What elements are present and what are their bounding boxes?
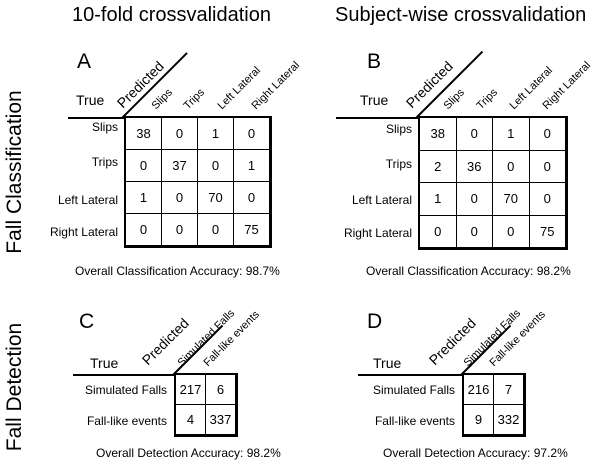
matrix-cell: 4 bbox=[176, 405, 206, 435]
matrix-cell: 1 bbox=[126, 182, 162, 214]
matrix-cell: 0 bbox=[420, 215, 457, 248]
matrix-cell: 0 bbox=[126, 214, 162, 246]
accuracy-text: Overall Detection Accuracy: 98.2% bbox=[96, 446, 281, 460]
header-underline bbox=[358, 374, 463, 376]
column-title-left: 10-fold crossvalidation bbox=[72, 4, 271, 26]
panel-letter: D bbox=[367, 310, 383, 333]
panel-letter: B bbox=[367, 50, 382, 73]
confusion-matrix: 38 0 1 0 2 36 0 0 1 0 70 0 0 0 0 75 bbox=[418, 116, 568, 250]
true-label: True bbox=[90, 355, 119, 371]
matrix-cell: 0 bbox=[162, 118, 198, 150]
matrix-cell: 0 bbox=[456, 118, 493, 151]
matrix-cell: 70 bbox=[198, 182, 234, 214]
matrix-cell: 0 bbox=[529, 150, 566, 183]
matrix-cell: 75 bbox=[529, 215, 566, 248]
matrix-cell: 0 bbox=[198, 214, 234, 246]
matrix-cell: 75 bbox=[234, 214, 270, 246]
confusion-matrix: 216 7 9 332 bbox=[462, 373, 526, 437]
matrix-cell: 7 bbox=[494, 375, 524, 405]
matrix-cell: 0 bbox=[456, 183, 493, 216]
confusion-matrix: 38 0 1 0 0 37 0 1 1 0 70 0 0 0 0 75 bbox=[124, 116, 272, 248]
matrix-cell: 0 bbox=[456, 215, 493, 248]
matrix-cell: 1 bbox=[420, 183, 457, 216]
confusion-matrix: 217 6 4 337 bbox=[174, 373, 238, 437]
true-label: True bbox=[360, 92, 389, 108]
header-underline bbox=[336, 117, 418, 119]
matrix-cell: 0 bbox=[162, 214, 198, 246]
matrix-cell: 1 bbox=[198, 118, 234, 150]
matrix-cell: 0 bbox=[162, 182, 198, 214]
row-label: Fall-like events bbox=[374, 414, 455, 428]
row-label: Trips bbox=[91, 155, 118, 169]
row-label: Left Lateral bbox=[57, 193, 118, 207]
row-label: Simulated Falls bbox=[84, 383, 167, 397]
matrix-cell: 38 bbox=[420, 118, 457, 151]
column-label: Slips bbox=[441, 86, 467, 112]
matrix-cell: 36 bbox=[456, 150, 493, 183]
row-label: Slips bbox=[385, 122, 412, 136]
row-label: Left Lateral bbox=[351, 193, 412, 207]
row-label: Simulated Falls bbox=[372, 383, 455, 397]
column-label: Trips bbox=[181, 86, 208, 112]
matrix-cell: 0 bbox=[126, 150, 162, 182]
matrix-cell: 337 bbox=[206, 405, 236, 435]
accuracy-text: Overall Detection Accuracy: 97.2% bbox=[383, 446, 568, 460]
true-label: True bbox=[76, 92, 105, 108]
matrix-cell: 0 bbox=[234, 118, 270, 150]
row-label: Right Lateral bbox=[343, 226, 412, 240]
matrix-cell: 0 bbox=[493, 150, 530, 183]
true-label: True bbox=[373, 355, 402, 371]
column-label: Trips bbox=[474, 86, 501, 112]
matrix-cell: 0 bbox=[529, 118, 566, 151]
header-underline bbox=[73, 374, 175, 376]
header-underline bbox=[68, 117, 124, 119]
accuracy-text: Overall Classification Accuracy: 98.2% bbox=[366, 264, 571, 278]
matrix-cell: 70 bbox=[493, 183, 530, 216]
row-label: Slips bbox=[91, 120, 118, 134]
panel-letter: A bbox=[77, 50, 92, 73]
matrix-cell: 0 bbox=[234, 182, 270, 214]
row-label: Trips bbox=[385, 157, 412, 171]
matrix-cell: 216 bbox=[464, 375, 494, 405]
accuracy-text: Overall Classification Accuracy: 98.7% bbox=[75, 264, 280, 278]
matrix-cell: 38 bbox=[126, 118, 162, 150]
row-label: Right Lateral bbox=[49, 225, 118, 239]
matrix-cell: 1 bbox=[234, 150, 270, 182]
panel-letter: C bbox=[79, 310, 95, 333]
matrix-cell: 0 bbox=[198, 150, 234, 182]
column-title-right: Subject-wise crossvalidation bbox=[335, 4, 587, 26]
matrix-cell: 332 bbox=[494, 405, 524, 435]
matrix-cell: 9 bbox=[464, 405, 494, 435]
matrix-cell: 217 bbox=[176, 375, 206, 405]
column-label: Slips bbox=[149, 86, 175, 112]
matrix-cell: 6 bbox=[206, 375, 236, 405]
matrix-cell: 1 bbox=[493, 118, 530, 151]
row-label: Fall-like events bbox=[86, 414, 167, 428]
matrix-cell: 37 bbox=[162, 150, 198, 182]
matrix-cell: 2 bbox=[420, 150, 457, 183]
matrix-cell: 0 bbox=[529, 183, 566, 216]
matrix-cell: 0 bbox=[493, 215, 530, 248]
